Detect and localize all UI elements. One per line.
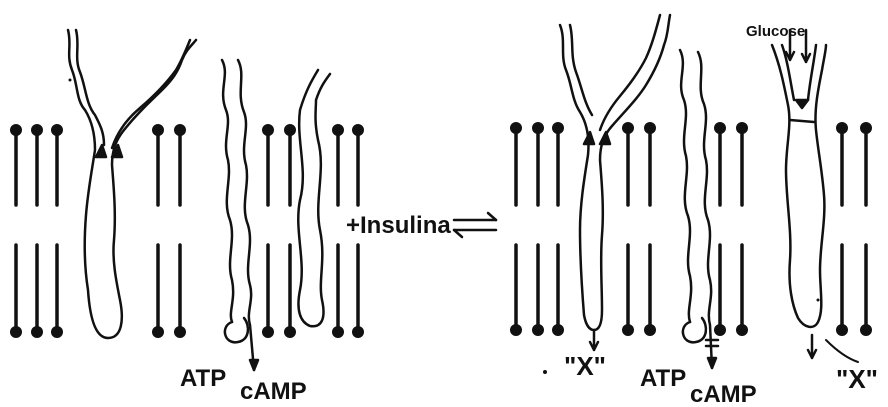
- right-membrane: Glucose: [510, 15, 872, 368]
- atp-label-right: ATP: [640, 365, 686, 392]
- right-insulin-receptor: [560, 15, 670, 350]
- left-membrane: [10, 30, 364, 370]
- left-bottom-leaflet: [16, 245, 358, 330]
- left-transmembrane-protein: [298, 70, 330, 326]
- right-adenylate-cyclase: [680, 50, 718, 368]
- left-bottom-heads: [10, 326, 364, 338]
- glucose-label: Glucose: [746, 23, 805, 40]
- equilibrium-arrows-icon: [454, 213, 496, 237]
- left-insulin-receptor: [68, 30, 196, 338]
- atp-label-left: ATP: [180, 365, 226, 392]
- right-bottom-heads: [510, 324, 872, 336]
- right-top-leaflet: [516, 128, 866, 205]
- insulin-reaction: +Insulina: [346, 212, 496, 239]
- left-adenylate-cyclase: [222, 60, 258, 370]
- left-top-leaflet: [16, 130, 358, 205]
- x-label-left: "X": [564, 351, 606, 381]
- right-top-heads: [510, 122, 872, 134]
- x-pointer-lines: [826, 340, 858, 362]
- glucose-transporter: [772, 30, 826, 358]
- x-label-right: "X": [836, 364, 878, 394]
- camp-label-right: cAMP: [690, 381, 757, 407]
- camp-label-left: cAMP: [240, 378, 307, 405]
- left-top-heads: [10, 124, 364, 136]
- insulin-label: +Insulina: [346, 212, 451, 239]
